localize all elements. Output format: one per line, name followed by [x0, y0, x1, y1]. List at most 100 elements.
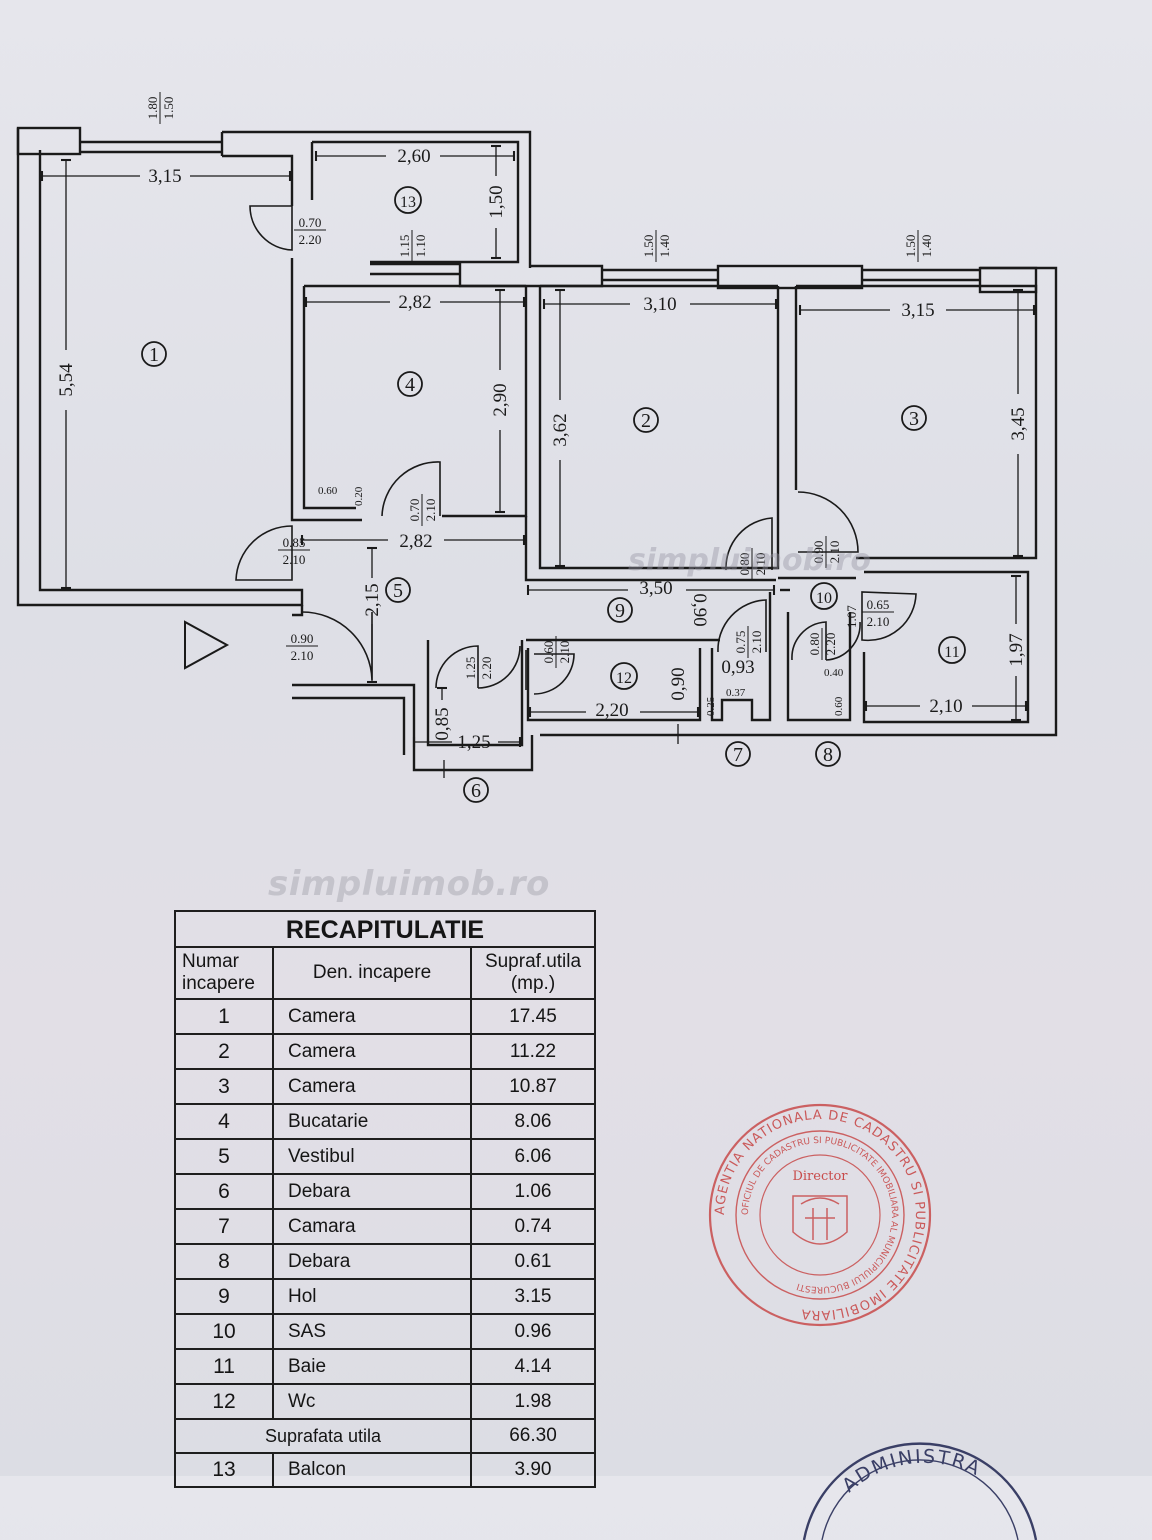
svg-text:2.10: 2.10 [291, 648, 314, 663]
room-marker-3: 3 [901, 405, 927, 431]
stamp-inner-text: OFICIUL DE CADASTRU SI PUBLICITATE IMOBI… [741, 1136, 899, 1294]
room-area: 3.15 [470, 1278, 596, 1315]
room-area: 1.98 [470, 1383, 596, 1420]
room-area: 0.61 [470, 1243, 596, 1280]
room-area: 3.90 [470, 1452, 596, 1488]
dim-r2-width: 3,10 [643, 294, 676, 315]
room-marker-6: 6 [463, 777, 489, 803]
svg-text:2.10: 2.10 [557, 641, 572, 664]
walls [16, 126, 1058, 772]
room-name: SAS [272, 1313, 472, 1350]
stamp-center-text: Director [792, 1169, 848, 1184]
svg-text:2.20: 2.20 [479, 657, 494, 680]
room-name: Balcon [272, 1452, 472, 1488]
room-marker-11: 11 [938, 636, 966, 664]
recap-title: RECAPITULATIE [174, 910, 596, 948]
stamp2-text: ADMINISTRA [838, 1446, 985, 1497]
room-name: Camera [272, 1068, 472, 1105]
svg-text:9: 9 [615, 600, 625, 622]
svg-text:6: 6 [471, 780, 481, 802]
door-r6-label: 1.25 2.20 [463, 652, 494, 684]
svg-text:1.15: 1.15 [397, 235, 412, 258]
window-r13-label: 1.15 1.10 [397, 230, 428, 262]
svg-text:1.40: 1.40 [657, 235, 672, 258]
dim-r8-a: 1.07 [844, 605, 859, 628]
room-marker-1: 1 [141, 341, 167, 367]
dim-r2-height: 3,62 [550, 413, 571, 446]
room-marker-13: 13 [394, 186, 422, 214]
dim-r9-width: 3,50 [639, 578, 672, 599]
room-number: 6 [174, 1173, 274, 1210]
room-marker-4: 4 [397, 371, 423, 397]
dim-r7-a: 0.25 [705, 696, 717, 716]
room-marker-9: 9 [607, 597, 633, 623]
svg-text:0.60: 0.60 [541, 641, 556, 664]
svg-text:0.65: 0.65 [867, 597, 890, 612]
recap-table: Numar incapere Den. incapere Supraf.util… [174, 946, 596, 1488]
total-label: Suprafata utila [174, 1418, 472, 1454]
svg-text:0.70: 0.70 [407, 499, 422, 522]
dim-r13-width: 2,60 [397, 146, 430, 167]
room-name: Debara [272, 1243, 472, 1280]
room-area: 10.87 [470, 1068, 596, 1105]
svg-text:2.10: 2.10 [753, 553, 768, 576]
door-r3-label: 0.90 2.10 [811, 536, 842, 568]
floor-plan: 3,15 5,54 2,60 1,50 2,82 2,90 3,10 3,62 … [16, 92, 1058, 803]
door-r11-label: 0.65 2.10 [862, 597, 894, 629]
room-name: Vestibul [272, 1138, 472, 1175]
room-number: 9 [174, 1278, 274, 1315]
svg-text:0.80: 0.80 [807, 633, 822, 656]
room-area: 1.06 [470, 1173, 596, 1210]
svg-text:2.10: 2.10 [749, 631, 764, 654]
room-number: 2 [174, 1033, 274, 1070]
svg-text:2.10: 2.10 [867, 614, 890, 629]
svg-text:2.10: 2.10 [423, 499, 438, 522]
svg-text:1.50: 1.50 [641, 235, 656, 258]
dim-r1-height: 5,54 [56, 363, 77, 397]
svg-text:1.25: 1.25 [463, 657, 478, 680]
svg-text:8: 8 [823, 744, 833, 766]
window-r3-label: 1.50 1.40 [903, 230, 934, 262]
room-number: 1 [174, 998, 274, 1035]
svg-text:0.80: 0.80 [737, 553, 752, 576]
room-number: 12 [174, 1383, 274, 1420]
svg-text:10: 10 [816, 590, 832, 607]
svg-text:13: 13 [400, 194, 416, 211]
room-marker-12: 12 [610, 662, 638, 690]
room-marker-2: 2 [633, 407, 659, 433]
svg-text:2.20: 2.20 [823, 633, 838, 656]
door-r2-label: 0.80 2.10 [737, 548, 768, 580]
door-r8-label: 0.80 2.20 [807, 628, 838, 660]
room-area: 11.22 [470, 1033, 596, 1070]
watermark-center: simpluimob.ro [268, 864, 550, 904]
opening-labels: 1.80 1.50 0.70 2.20 1.15 1.10 1.50 1.40 … [145, 92, 934, 716]
svg-text:0.90: 0.90 [811, 541, 826, 564]
dim-r6-height: 0,85 [432, 707, 453, 740]
room-number: 7 [174, 1208, 274, 1245]
room-number: 11 [174, 1348, 274, 1385]
dim-r6-width: 1,25 [457, 732, 490, 753]
svg-text:2.10: 2.10 [827, 541, 842, 564]
room-name: Camera [272, 998, 472, 1035]
svg-text:4: 4 [405, 374, 415, 396]
svg-text:2: 2 [641, 410, 651, 432]
dim-r12-width: 2,20 [595, 700, 628, 721]
cadastre-stamp: AGENTIA NATIONALA DE CADASTRU SI PUBLICI… [708, 1103, 932, 1327]
room-number: 5 [174, 1138, 274, 1175]
room-marker-5: 5 [385, 577, 411, 603]
window-r1-label: 1.80 1.50 [145, 92, 176, 124]
door-r1-label: 0.85 2.10 [278, 535, 310, 567]
door-swings [235, 205, 917, 695]
dim-r11-height: 1,97 [1006, 633, 1027, 666]
room-name: Camera [272, 1033, 472, 1070]
